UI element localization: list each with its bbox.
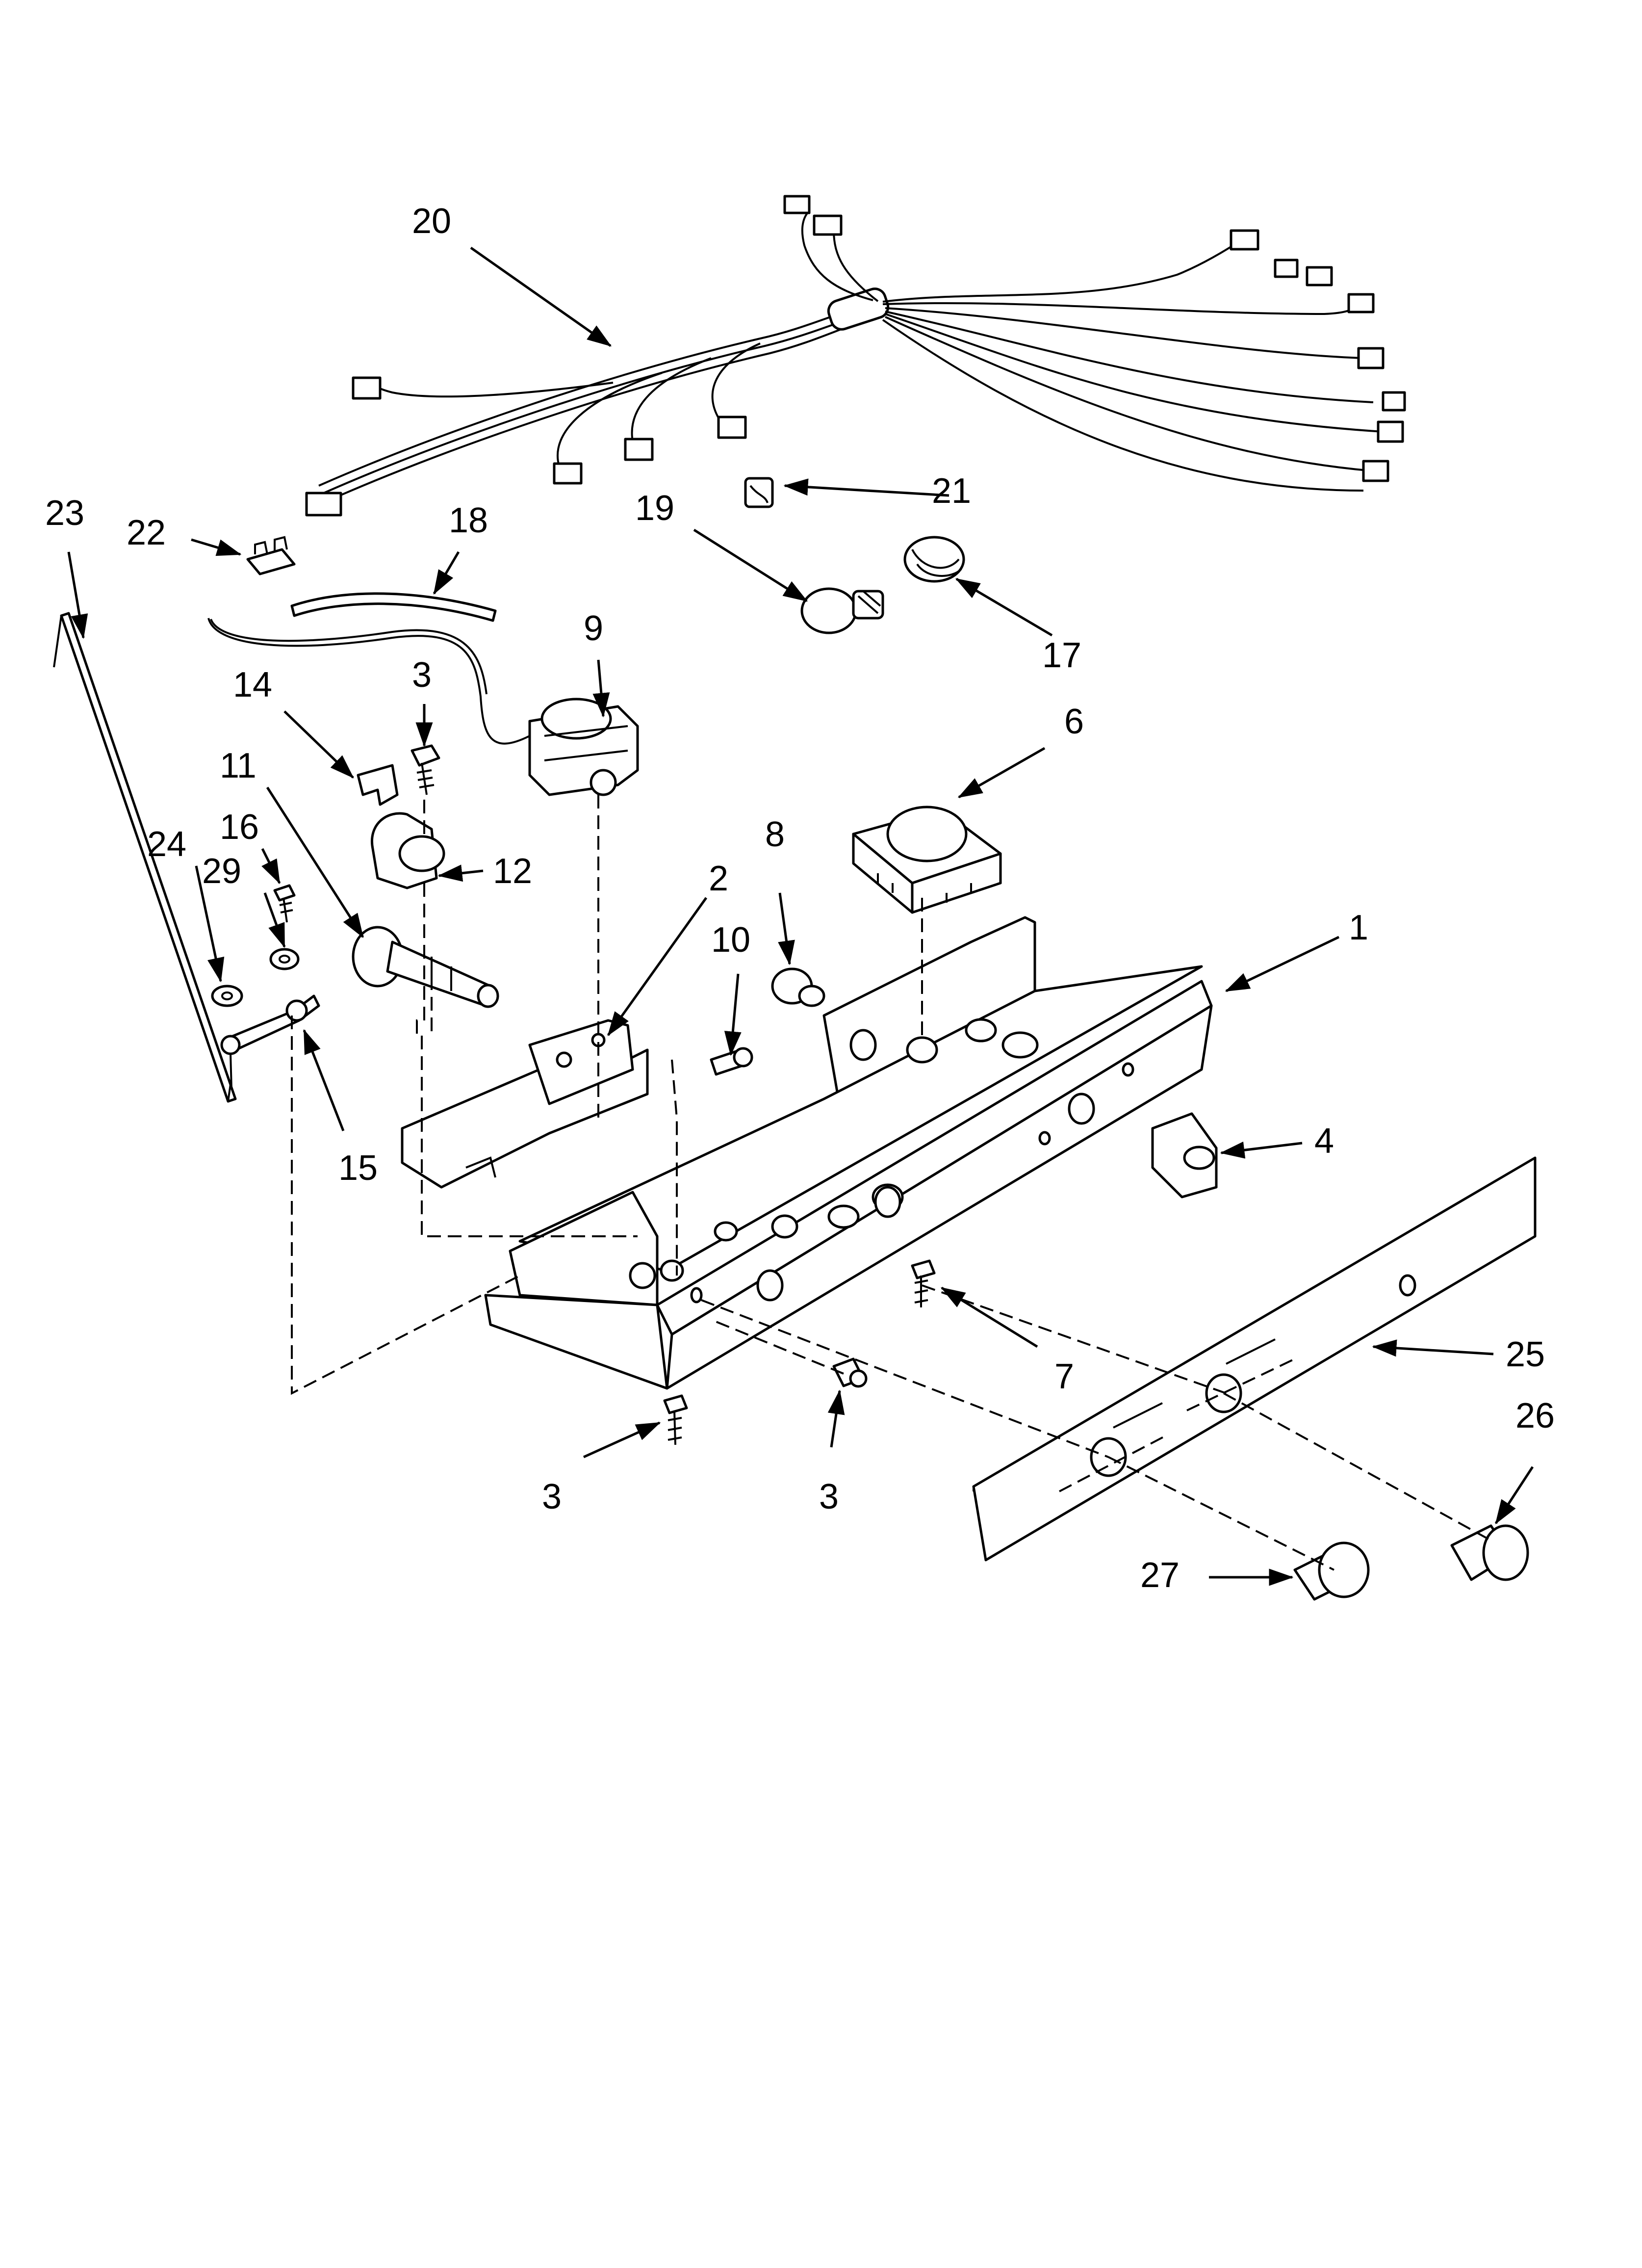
light-bulb: [800, 587, 884, 634]
wire-harness: [305, 195, 1406, 517]
callout-25: 25: [1506, 1335, 1545, 1374]
bracket-part: [357, 764, 399, 806]
screw-part: [410, 744, 440, 795]
snap-bumper: [771, 967, 825, 1007]
tube-part: [290, 592, 497, 622]
callout-3-top: 3: [412, 655, 432, 695]
callout-labels: 20 21 19 17 23 22 18 9 14 3 6 11 12 16 2…: [45, 202, 1555, 1595]
callout-9: 9: [584, 609, 603, 648]
callout-21: 21: [932, 471, 971, 511]
knob-27: [1293, 1541, 1370, 1601]
callout-20: 20: [412, 202, 451, 241]
sensor-housing: [371, 812, 445, 889]
callout-1: 1: [1349, 908, 1368, 947]
light-socket: [903, 536, 965, 583]
clip-part: [744, 477, 774, 508]
thermostat: [207, 618, 639, 796]
screw-3b: [663, 1394, 688, 1445]
callout-3-left: 3: [542, 1477, 562, 1516]
mount-bracket: [401, 1019, 649, 1189]
screw-7: [911, 1259, 936, 1307]
callout-17: 17: [1042, 636, 1081, 675]
callout-8: 8: [765, 815, 785, 854]
callout-23: 23: [45, 494, 84, 533]
callout-15: 15: [338, 1148, 378, 1188]
light-switch: [1151, 1112, 1218, 1199]
callout-14: 14: [233, 665, 272, 704]
lever-arm: [220, 994, 320, 1090]
screw-3c: [832, 1357, 868, 1388]
assembly-lines: [291, 795, 1491, 1571]
callout-4: 4: [1314, 1121, 1334, 1161]
callout-29: 29: [202, 852, 241, 891]
callout-19: 19: [635, 489, 674, 528]
rod-part: [53, 612, 237, 1103]
callout-18: 18: [449, 501, 488, 540]
callout-27: 27: [1140, 1556, 1180, 1595]
callout-16: 16: [220, 808, 259, 847]
callout-24: 24: [147, 825, 186, 864]
washer-24: [211, 985, 243, 1007]
callout-12: 12: [493, 852, 532, 891]
small-screw: [273, 884, 296, 923]
callout-3-center: 3: [819, 1477, 839, 1516]
callout-26: 26: [1515, 1396, 1555, 1435]
mount-clip: [246, 536, 296, 575]
callout-10: 10: [711, 920, 750, 960]
callout-7: 7: [1054, 1357, 1074, 1396]
leader-arrows: [67, 246, 1534, 1586]
defrost-timer: [852, 806, 1002, 914]
callout-2: 2: [709, 859, 728, 898]
washer-29: [269, 948, 300, 970]
callout-11: 11: [220, 746, 257, 785]
callout-6: 6: [1064, 702, 1084, 741]
callout-22: 22: [127, 513, 166, 552]
knob-26: [1450, 1524, 1529, 1581]
control-shaft: [352, 926, 499, 1008]
control-housing: [484, 916, 1213, 1390]
